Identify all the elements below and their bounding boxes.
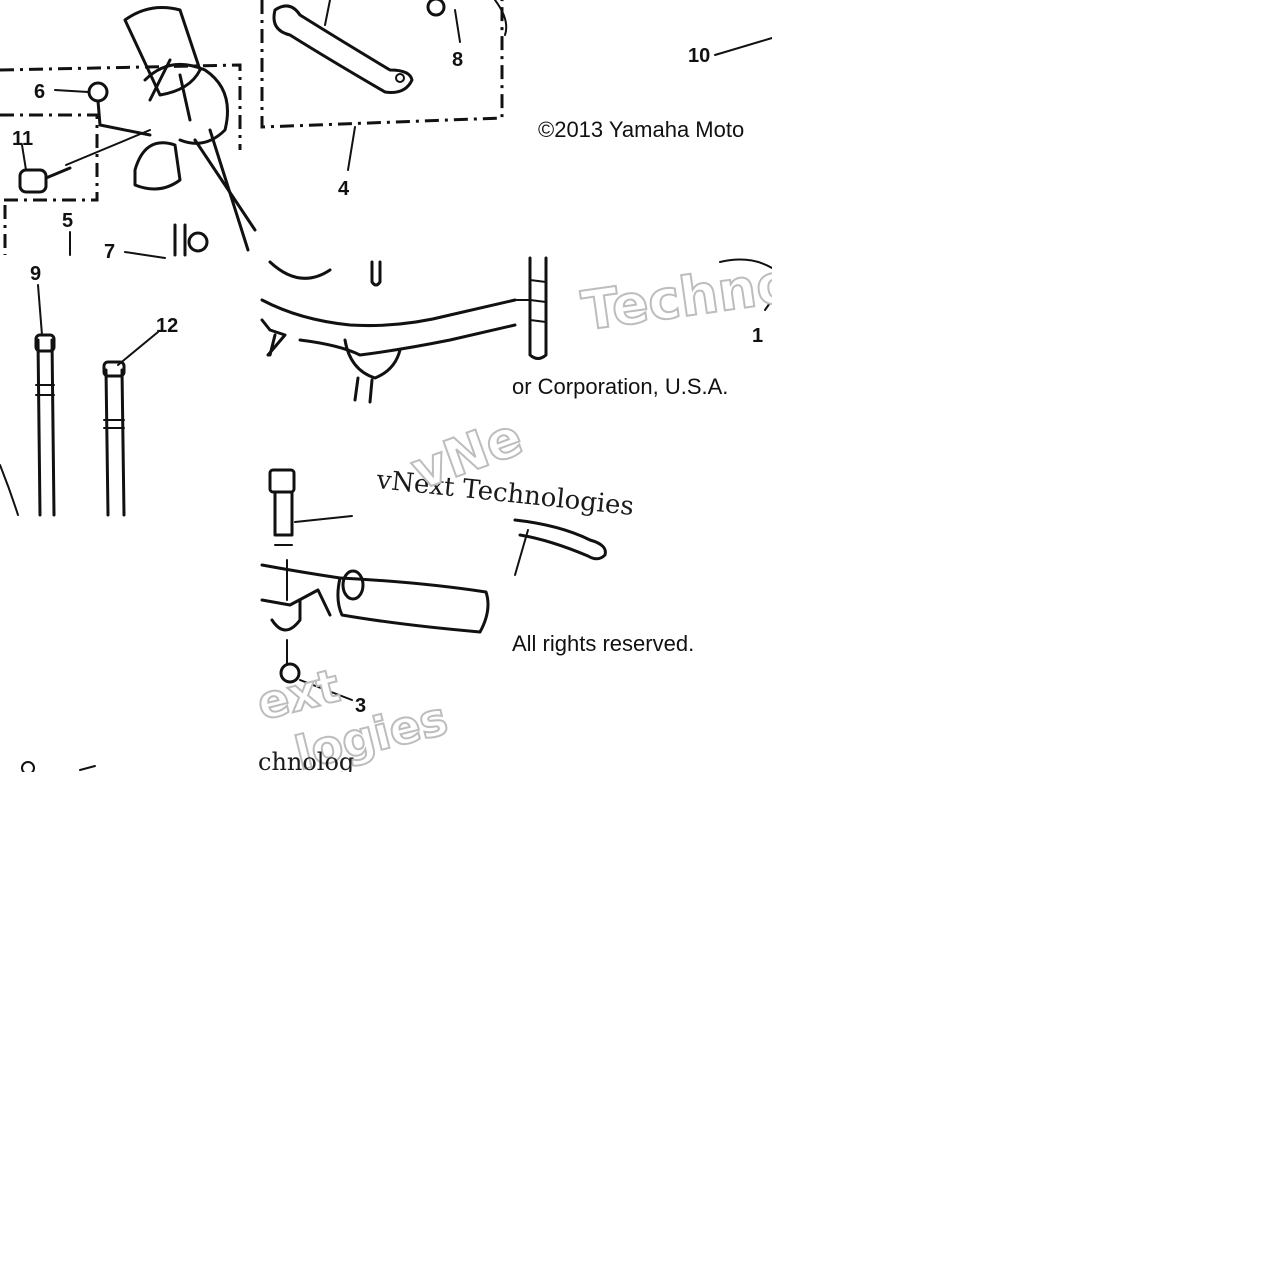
part-2-shaft	[273, 490, 294, 537]
leader-7	[124, 251, 166, 259]
nut-8	[426, 0, 446, 17]
tile-grip-lower: 3 ext logies chnolog	[251, 468, 490, 782]
leader-partial	[79, 765, 96, 771]
callout-3: 3	[355, 695, 366, 717]
tile-handlebar	[260, 260, 517, 404]
tile-rod: 1 or Corporation, U.S.A. Techno	[512, 250, 798, 399]
grip-bracket	[270, 598, 302, 632]
callout-9: 9	[30, 263, 41, 285]
screw-11-leader	[65, 129, 151, 166]
nut-7	[187, 231, 209, 253]
grip-tube	[123, 6, 202, 97]
callout-5: 5	[62, 210, 73, 232]
callout-12: 12	[156, 315, 178, 337]
leader-small-lever	[514, 529, 529, 576]
handgrip-end	[341, 569, 365, 601]
screw-6	[87, 81, 109, 103]
callout-6: 6	[34, 81, 45, 103]
lever	[272, 4, 414, 94]
callout-11: 11	[12, 128, 33, 150]
handlebar-line-2	[208, 128, 250, 252]
tile-copyright-1: 10 ©2013 Yamaha Moto	[538, 37, 773, 142]
callout-4: 4	[338, 178, 350, 200]
leader-10	[714, 37, 773, 56]
blank-bottom	[0, 772, 772, 1285]
handlebar-line	[193, 138, 257, 232]
edge-curve	[494, 0, 508, 36]
copyright-line-3: All rights reserved.	[512, 631, 694, 656]
cable-12	[104, 368, 126, 517]
bar-stud-top	[370, 260, 382, 287]
cable-9-end	[34, 333, 56, 353]
cable-9-band	[35, 384, 55, 396]
leader-11	[21, 144, 27, 171]
cable-12-end	[102, 360, 126, 378]
leader-12	[117, 331, 159, 366]
bar-mount-left	[260, 318, 287, 357]
callout-8: 8	[452, 49, 463, 71]
callout-1: 1	[752, 325, 763, 347]
tile-cables: 9 12	[0, 263, 178, 517]
bar-mount-right	[343, 338, 402, 380]
switch-lines	[148, 58, 192, 122]
bar-top	[268, 260, 332, 280]
blank-right	[772, 0, 1285, 1285]
leader-6	[54, 89, 89, 93]
leader-8	[454, 9, 461, 43]
screw-6-shaft	[96, 99, 152, 137]
bar-lower	[298, 323, 517, 357]
tile-copyright-3: All rights reserved.	[512, 518, 694, 656]
callout-10: 10	[688, 45, 710, 67]
leader-2	[294, 515, 353, 523]
leader-9	[37, 284, 43, 336]
callout-7: 7	[104, 241, 115, 263]
edge-curve-left	[0, 464, 19, 516]
copyright-line-1: ©2013 Yamaha Moto	[538, 117, 744, 142]
leader-lever	[324, 0, 331, 26]
tile-lever: 8 4	[260, 0, 508, 200]
watermark-techno: Techno	[578, 251, 797, 343]
switch-housing	[143, 62, 229, 145]
copyright-line-2: or Corporation, U.S.A.	[512, 374, 728, 399]
screw-11-head	[18, 168, 48, 194]
rod-threads	[529, 279, 547, 323]
dashed-box-6	[0, 63, 242, 150]
cable-9	[36, 338, 56, 517]
bar-upper	[260, 298, 517, 328]
handgrip	[336, 576, 490, 634]
grip-bar-top	[260, 563, 342, 580]
clamp	[133, 141, 182, 191]
screw-11-shaft	[44, 166, 72, 180]
edge-curve-right	[719, 258, 773, 269]
part-2-head	[268, 468, 296, 494]
leader-4	[347, 126, 356, 171]
bar-mount-stud	[353, 376, 374, 404]
leader-3	[299, 679, 353, 701]
grip-bar-mid	[260, 588, 332, 617]
bolt-7	[173, 223, 187, 257]
lever-pivot	[395, 73, 405, 83]
cable-12-band	[103, 419, 125, 429]
watermark-chnolog: chnolog	[258, 748, 354, 776]
nut-3	[279, 662, 301, 684]
leader-1	[764, 299, 773, 311]
tile-grip-switch: 6 11 5 7	[0, 6, 257, 263]
dashed-box-4	[260, 0, 504, 129]
small-lever	[513, 518, 607, 561]
threaded-rod	[528, 256, 548, 360]
